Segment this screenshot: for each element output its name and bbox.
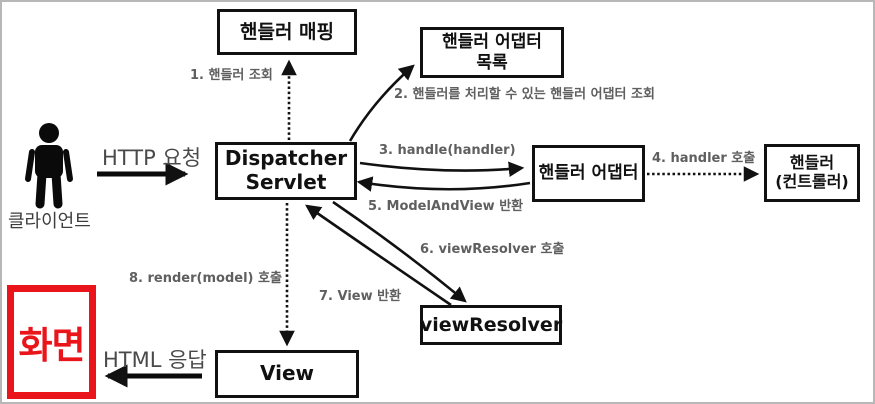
step6-label: 6. viewResolver 호출 (420, 242, 565, 257)
handler-adapter-box: 핸들러 어댑터 (532, 145, 645, 202)
handler-controller-line1: 핸들러 (789, 153, 835, 173)
screen-box: 화면 (7, 285, 96, 399)
handler-controller-box: 핸들러 (컨트롤러) (764, 144, 860, 202)
step2-label: 2. 핸들러를 처리할 수 있는 핸들러 어댑터 조회 (394, 87, 655, 102)
step3-label: 3. handle(handler) (379, 143, 516, 158)
handler-adapter-list-line2: 목록 (476, 52, 508, 73)
screen-label: 화면 (18, 323, 85, 367)
step4-label: 4. handler 호출 (652, 151, 756, 166)
http-request-label: HTTP 요청 (102, 146, 202, 170)
person-icon (25, 123, 73, 209)
view-resolver-label: viewResolver (419, 313, 563, 336)
arrow-step2 (348, 64, 415, 142)
step5-label: 5. ModelAndView 반환 (368, 199, 524, 214)
view-box: View (215, 350, 359, 398)
client-label: 클라이언트 (8, 211, 91, 232)
arrow-step7 (305, 204, 452, 307)
arrow-step3 (359, 161, 525, 177)
arrow-step6 (332, 200, 467, 303)
step8-label: 8. render(model) 호출 (129, 271, 282, 286)
view-label: View (259, 361, 315, 386)
dispatcher-servlet-line1: Dispatcher (224, 146, 348, 171)
step1-label: 1. 핸들러 조회 (190, 68, 273, 83)
handler-adapter-label: 핸들러 어댑터 (538, 163, 639, 184)
handler-adapter-list-box: 핸들러 어댑터 목록 (420, 27, 564, 78)
dispatcher-servlet-line2: Servlet (245, 170, 327, 194)
step7-label: 7. View 반환 (319, 289, 402, 304)
handler-mapping-box: 핸들러 매핑 (217, 9, 357, 55)
html-response-label: HTML 응답 (103, 348, 207, 372)
handler-adapter-list-line1: 핸들러 어댑터 (442, 32, 542, 53)
dispatcher-servlet-box: Dispatcher Servlet (215, 142, 357, 200)
arrow-step5 (356, 176, 531, 192)
handler-controller-line2: (컨트롤러) (775, 172, 849, 191)
view-resolver-box: viewResolver (420, 305, 562, 345)
handler-mapping-label: 핸들러 매핑 (239, 20, 334, 43)
